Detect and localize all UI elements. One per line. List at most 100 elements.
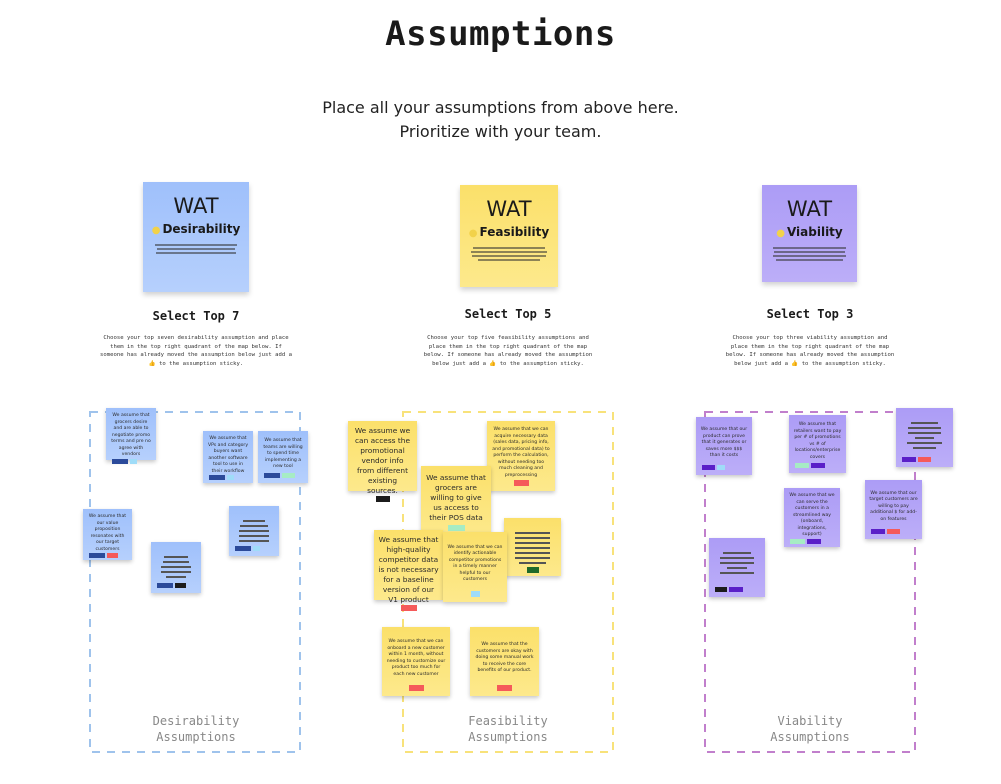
- sticky-note[interactable]: We assume that retailers want to pay per…: [789, 415, 846, 473]
- wat-card-viability[interactable]: WAT ●Viability: [762, 185, 857, 282]
- sticky-text-lines: [160, 553, 193, 583]
- select-top-description: Choose your top five feasibility assumpt…: [423, 335, 593, 367]
- tag: [790, 538, 805, 544]
- tag: [807, 538, 821, 544]
- sticky-note[interactable]: We assume that the customers are okay wi…: [470, 627, 539, 696]
- page-subtitle: Place all your assumptions from above he…: [0, 96, 1001, 144]
- select-top-description: Choose your top three viability assumpti…: [725, 335, 895, 367]
- sticky-text: We assume that teams are willing to spen…: [263, 438, 303, 470]
- sticky-note[interactable]: We assume that we can identify actionabl…: [443, 532, 507, 602]
- sticky-note[interactable]: We assume that our value proposition res…: [83, 509, 132, 560]
- tag: [526, 567, 539, 573]
- wat-title: WAT: [786, 197, 833, 221]
- select-top-title: Select Top 3: [766, 307, 854, 321]
- sticky-tags: [470, 591, 480, 597]
- sticky-note[interactable]: We assume that our target customers are …: [865, 480, 922, 539]
- wat-category: ●Feasibility: [468, 225, 550, 239]
- sticky-note[interactable]: We assume that we can onboard a new cust…: [382, 627, 450, 696]
- tag: [702, 465, 715, 470]
- sticky-text: We assume that retailers want to pay per…: [793, 422, 842, 460]
- desirability-zone: [89, 411, 301, 753]
- sticky-tags: [408, 685, 424, 691]
- tag: [408, 685, 424, 691]
- tag: [795, 463, 809, 468]
- sticky-note[interactable]: [504, 518, 561, 576]
- tag: [375, 496, 390, 502]
- sticky-note[interactable]: We assume that our product can prove tha…: [696, 417, 752, 475]
- sticky-tags: [89, 553, 118, 558]
- sticky-tags: [400, 605, 417, 611]
- sticky-text: We assume that we can serve the customer…: [789, 493, 835, 537]
- tag: [497, 685, 512, 691]
- tag: [175, 583, 186, 588]
- select-top-description: Choose your top seven desirability assum…: [100, 335, 292, 367]
- wat-description-text: [154, 244, 239, 254]
- subtitle-line: Prioritize with your team.: [399, 122, 602, 141]
- sticky-text-lines: [718, 549, 755, 587]
- sticky-note[interactable]: We assume that grocers are willing to gi…: [421, 466, 491, 536]
- lightbulb-icon: ●: [151, 225, 161, 236]
- tag: [887, 529, 900, 534]
- tag: [157, 583, 173, 588]
- tag: [918, 457, 931, 462]
- sticky-text-lines: [905, 419, 943, 457]
- sticky-note[interactable]: We assume that we can acquire necessary …: [487, 421, 555, 491]
- tag: [447, 525, 465, 531]
- sticky-tags: [157, 583, 186, 588]
- tag: [715, 587, 727, 592]
- tag: [264, 473, 280, 478]
- sticky-note[interactable]: [709, 538, 765, 597]
- sticky-tags: [513, 480, 529, 486]
- sticky-tags: [447, 525, 465, 531]
- sticky-tags: [871, 529, 900, 534]
- sticky-note[interactable]: We assume that VPs and category buyers w…: [203, 431, 253, 483]
- wat-title: WAT: [486, 197, 532, 221]
- wat-card-desirability[interactable]: WAT ●Desirability: [143, 182, 249, 292]
- sticky-note[interactable]: We assume we can access the promotional …: [348, 421, 417, 502]
- page-title: Assumptions: [385, 14, 616, 54]
- sticky-tags: [526, 567, 539, 573]
- wat-description-text: [772, 247, 848, 261]
- tag: [902, 457, 916, 462]
- sticky-note[interactable]: We assume that we can serve the customer…: [784, 488, 840, 547]
- lightbulb-icon: ●: [468, 228, 478, 239]
- sticky-note[interactable]: [229, 506, 279, 556]
- lightbulb-icon: ●: [776, 228, 785, 239]
- wat-category: ●Desirability: [151, 222, 241, 236]
- tag: [130, 458, 137, 464]
- sticky-note[interactable]: [896, 408, 953, 467]
- tag: [227, 475, 234, 480]
- sticky-tags: [715, 587, 743, 592]
- sticky-tags: [112, 458, 137, 464]
- tag: [253, 546, 260, 551]
- tag: [107, 553, 118, 558]
- sticky-text: We assume that we can acquire necessary …: [492, 427, 550, 478]
- subtitle-line: Place all your assumptions from above he…: [322, 98, 679, 117]
- sticky-note[interactable]: We assume that high-quality competitor d…: [374, 530, 443, 611]
- sticky-tags: [235, 546, 260, 551]
- wat-category: ●Viability: [776, 225, 843, 239]
- sticky-text: We assume that grocers are willing to gi…: [426, 473, 486, 522]
- tag: [400, 605, 417, 611]
- tag: [235, 546, 251, 551]
- sticky-text: We assume that our target customers are …: [869, 490, 918, 522]
- tag: [729, 587, 743, 592]
- sticky-note[interactable]: We assume that grocers desire and are ab…: [106, 408, 156, 464]
- tag: [717, 465, 725, 470]
- wat-card-feasibility[interactable]: WAT ●Feasibility: [460, 185, 558, 287]
- sticky-text-lines: [513, 529, 551, 567]
- tag: [811, 463, 825, 468]
- tag: [513, 480, 529, 486]
- sticky-text: We assume that high-quality competitor d…: [378, 535, 439, 604]
- sticky-text: We assume that we can onboard a new cust…: [386, 639, 446, 677]
- sticky-note[interactable]: [151, 542, 201, 593]
- tag: [470, 591, 480, 597]
- select-top-title: Select Top 5: [464, 307, 552, 321]
- sticky-tags: [264, 473, 295, 478]
- sticky-text: We assume that we can identify actionabl…: [447, 544, 503, 583]
- wat-title: WAT: [173, 194, 219, 218]
- sticky-note[interactable]: We assume that teams are willing to spen…: [258, 431, 308, 483]
- sticky-tags: [702, 465, 725, 470]
